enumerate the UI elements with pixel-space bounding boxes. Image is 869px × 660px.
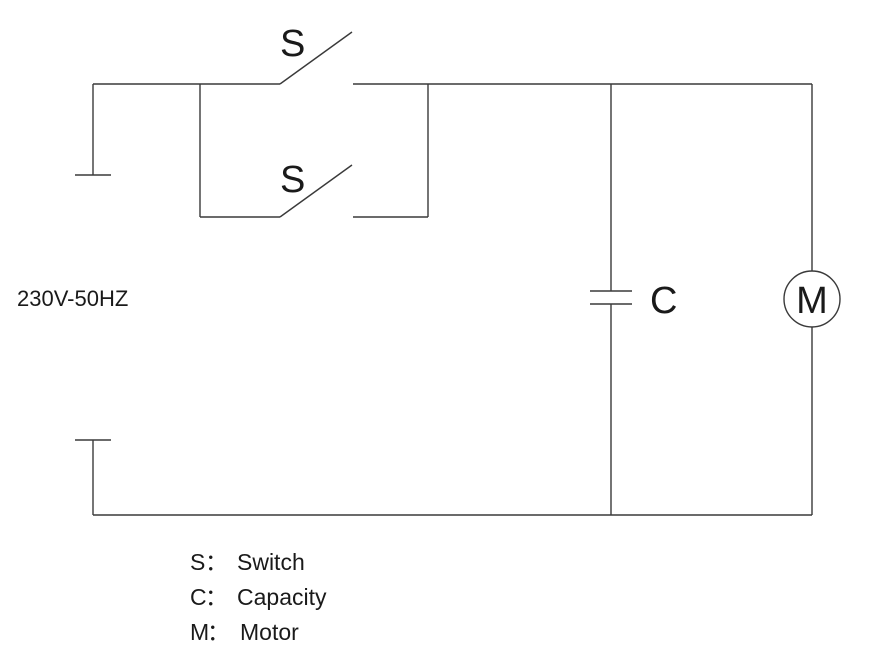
legend-symbol: S [190,549,205,575]
power-supply: 230V-50HZ [17,84,128,515]
motor-label: M [796,280,828,322]
legend-meaning: Motor [240,619,299,645]
motor: M [783,84,841,515]
switch-bottom-label: S [280,159,305,201]
legend-item: S ： Switch [190,549,305,575]
capacitor: C [590,84,677,515]
supply-label: 230V-50HZ [17,286,128,311]
switch-bottom-blade [279,164,353,218]
switch-top-blade [279,31,353,85]
legend-meaning: Switch [237,549,305,575]
capacitor-label: C [650,280,677,322]
switch-top: S [279,23,353,85]
legend-separator: ： [205,584,228,610]
legend-symbol: C [190,584,207,610]
switch-bottom: S [199,84,429,218]
legend-symbol: M [190,619,209,645]
legend: S ： Switch C ： Capacity M ： Motor [190,549,327,645]
legend-item: M ： Motor [190,619,299,645]
legend-separator: ： [207,619,230,645]
legend-item: C ： Capacity [190,584,327,610]
legend-separator: ： [205,549,228,575]
switch-top-label: S [280,23,305,65]
legend-meaning: Capacity [237,584,327,610]
